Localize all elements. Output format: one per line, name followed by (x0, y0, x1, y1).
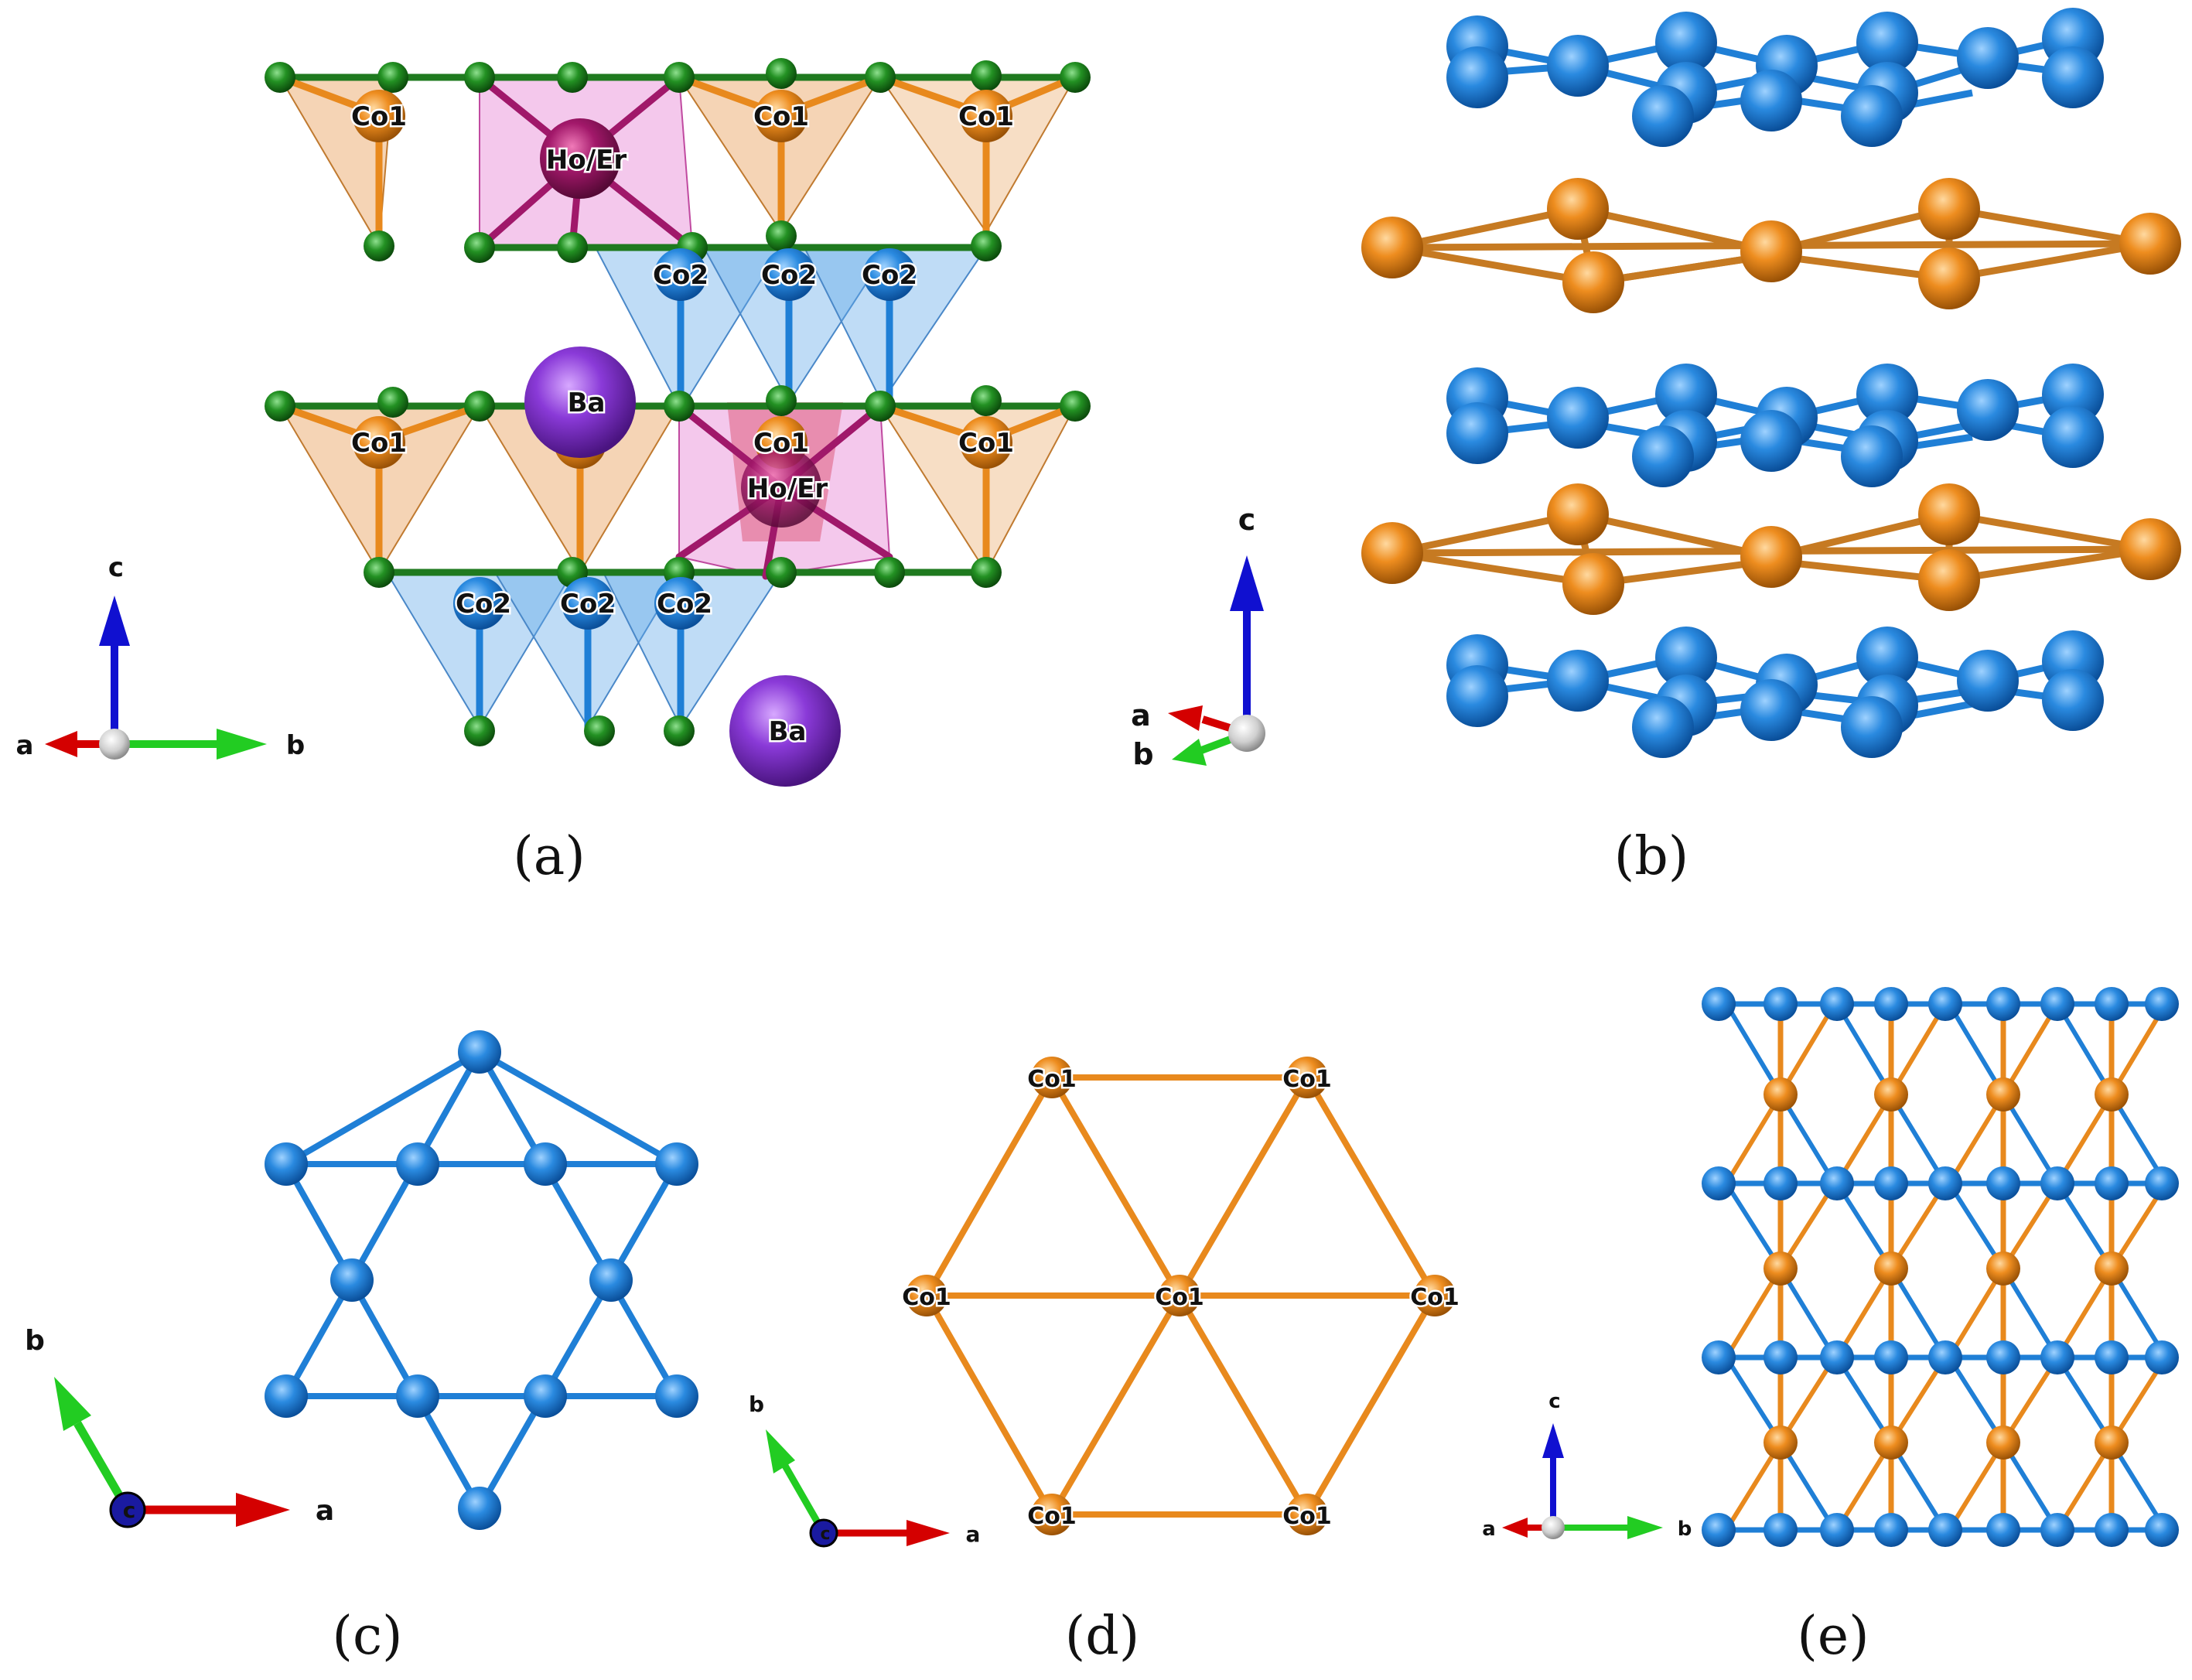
panel-d-axes: c a b (749, 1391, 981, 1548)
kagome-atoms (265, 1030, 698, 1530)
panel-a: Co1 Co1 Co1 Co1 Co1 Co1 Co2 Co2 Co2 Co2 … (16, 58, 1091, 887)
axis-label-c: c (1238, 503, 1256, 537)
label-co1: Co1 (1027, 1503, 1077, 1530)
panel-a-atom-labels: Co1 Co1 Co1 Co1 Co1 Co1 Co2 Co2 Co2 Co2 … (350, 100, 1016, 750)
label-co2: Co2 (862, 260, 917, 291)
axis-label-b: b (1678, 1518, 1692, 1541)
axis-label-a: a (16, 730, 34, 761)
panel-e-axes: c b a (1482, 1390, 1692, 1541)
label-co2: Co2 (657, 589, 712, 620)
label-ba: Ba (568, 388, 606, 418)
axis-label-c: c (123, 1497, 136, 1523)
label-co1: Co1 (958, 428, 1014, 459)
triangular-atoms (906, 1057, 1456, 1535)
label-co1: Co1 (958, 101, 1014, 132)
axis-label-b: b (749, 1391, 764, 1417)
label-co1: Co1 (1155, 1284, 1204, 1311)
axis-label-a: a (1131, 698, 1151, 732)
panel-e: c b a (e) (1482, 987, 2179, 1667)
axis-label-c: c (108, 552, 124, 583)
label-co2: Co2 (560, 589, 616, 620)
label-co1: Co1 (753, 428, 809, 459)
panel-a-axes: c b a (16, 552, 306, 761)
caption-b: (b) (1614, 826, 1689, 887)
caption-c: (c) (332, 1606, 402, 1667)
axis-label-c: c (1548, 1390, 1560, 1413)
panel-b-bonds (1391, 35, 2151, 727)
axis-label-b: b (286, 730, 305, 761)
panel-c: c a b (c) (25, 1030, 698, 1667)
label-ho-er: Ho/Er (747, 473, 828, 504)
label-co1: Co1 (351, 101, 407, 132)
axis-label-b: b (25, 1325, 45, 1357)
label-co1: Co1 (1027, 1066, 1077, 1093)
panel-b-atoms (1361, 8, 2181, 758)
panel-e-atoms (1702, 987, 2179, 1547)
axis-label-c: c (820, 1525, 830, 1544)
panel-d: Co1 Co1 Co1 Co1 Co1 Co1 Co1 c a b (d) (749, 1057, 1462, 1667)
axis-label-b: b (1132, 737, 1153, 771)
label-co2: Co2 (761, 260, 817, 291)
label-co1: Co1 (351, 428, 407, 459)
label-co1: Co1 (1282, 1066, 1332, 1093)
label-co2: Co2 (456, 589, 511, 620)
panel-a-cations (353, 90, 1012, 787)
panel-c-axes: c a b (25, 1325, 334, 1528)
axis-label-a: a (316, 1495, 334, 1527)
label-ba: Ba (769, 716, 807, 747)
panel-a-anions (265, 58, 1091, 746)
label-co1: Co1 (753, 101, 809, 132)
label-co2: Co2 (653, 260, 708, 291)
panel-b: c a b (b) (1131, 8, 2181, 887)
panel-d-atom-labels: Co1 Co1 Co1 Co1 Co1 Co1 Co1 (900, 1064, 1462, 1532)
label-co1: Co1 (1282, 1503, 1332, 1530)
caption-d: (d) (1065, 1606, 1140, 1667)
axis-label-a: a (1482, 1518, 1496, 1541)
label-ho-er: Ho/Er (546, 145, 627, 176)
caption-a: (a) (513, 826, 586, 887)
caption-e: (e) (1797, 1606, 1869, 1667)
label-co1: Co1 (1410, 1284, 1460, 1311)
label-co1: Co1 (902, 1284, 951, 1311)
axis-label-a: a (966, 1521, 981, 1547)
panel-b-axes: c a b (1131, 503, 1265, 771)
kagome-bonds (283, 1049, 680, 1510)
